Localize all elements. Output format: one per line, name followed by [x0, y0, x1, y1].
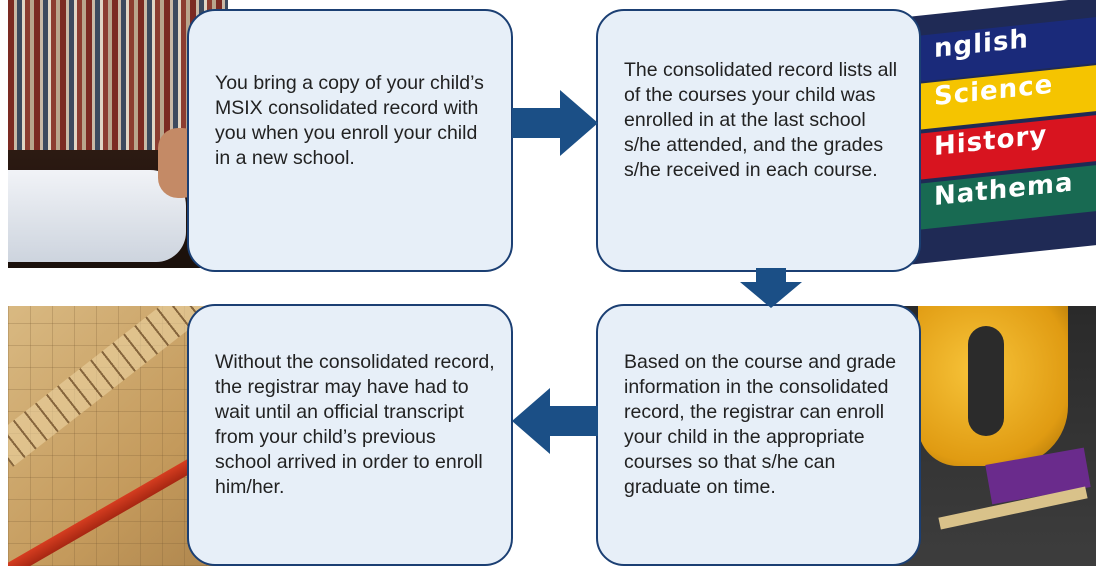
step-4-text: Without the consolidated record, the reg… [215, 351, 495, 498]
step-1-text: You bring a copy of your child’s MSIX co… [215, 72, 484, 169]
step-3-card: Based on the course and grade informatio… [596, 304, 921, 566]
arrow-left-shape [512, 388, 598, 454]
book-label-english: nglish [934, 24, 1029, 65]
step-4-card: Without the consolidated record, the reg… [187, 304, 513, 566]
backpack-strap [968, 326, 1004, 436]
arrow-down-icon [740, 268, 802, 308]
arrow-down-shape [740, 268, 802, 308]
pencil [8, 446, 216, 566]
book-label-history: History [934, 120, 1048, 163]
arrow-left-icon [512, 388, 598, 454]
shirt-sleeve [8, 170, 186, 262]
arrow-right-icon [512, 90, 598, 156]
step-2-card: The consolidated record lists all of the… [596, 9, 921, 272]
step-2-text: The consolidated record lists all of the… [624, 59, 898, 181]
step-1-card: You bring a copy of your child’s MSIX co… [187, 9, 513, 272]
arrow-right-shape [512, 90, 598, 156]
step-3-text: Based on the course and grade informatio… [624, 351, 897, 498]
